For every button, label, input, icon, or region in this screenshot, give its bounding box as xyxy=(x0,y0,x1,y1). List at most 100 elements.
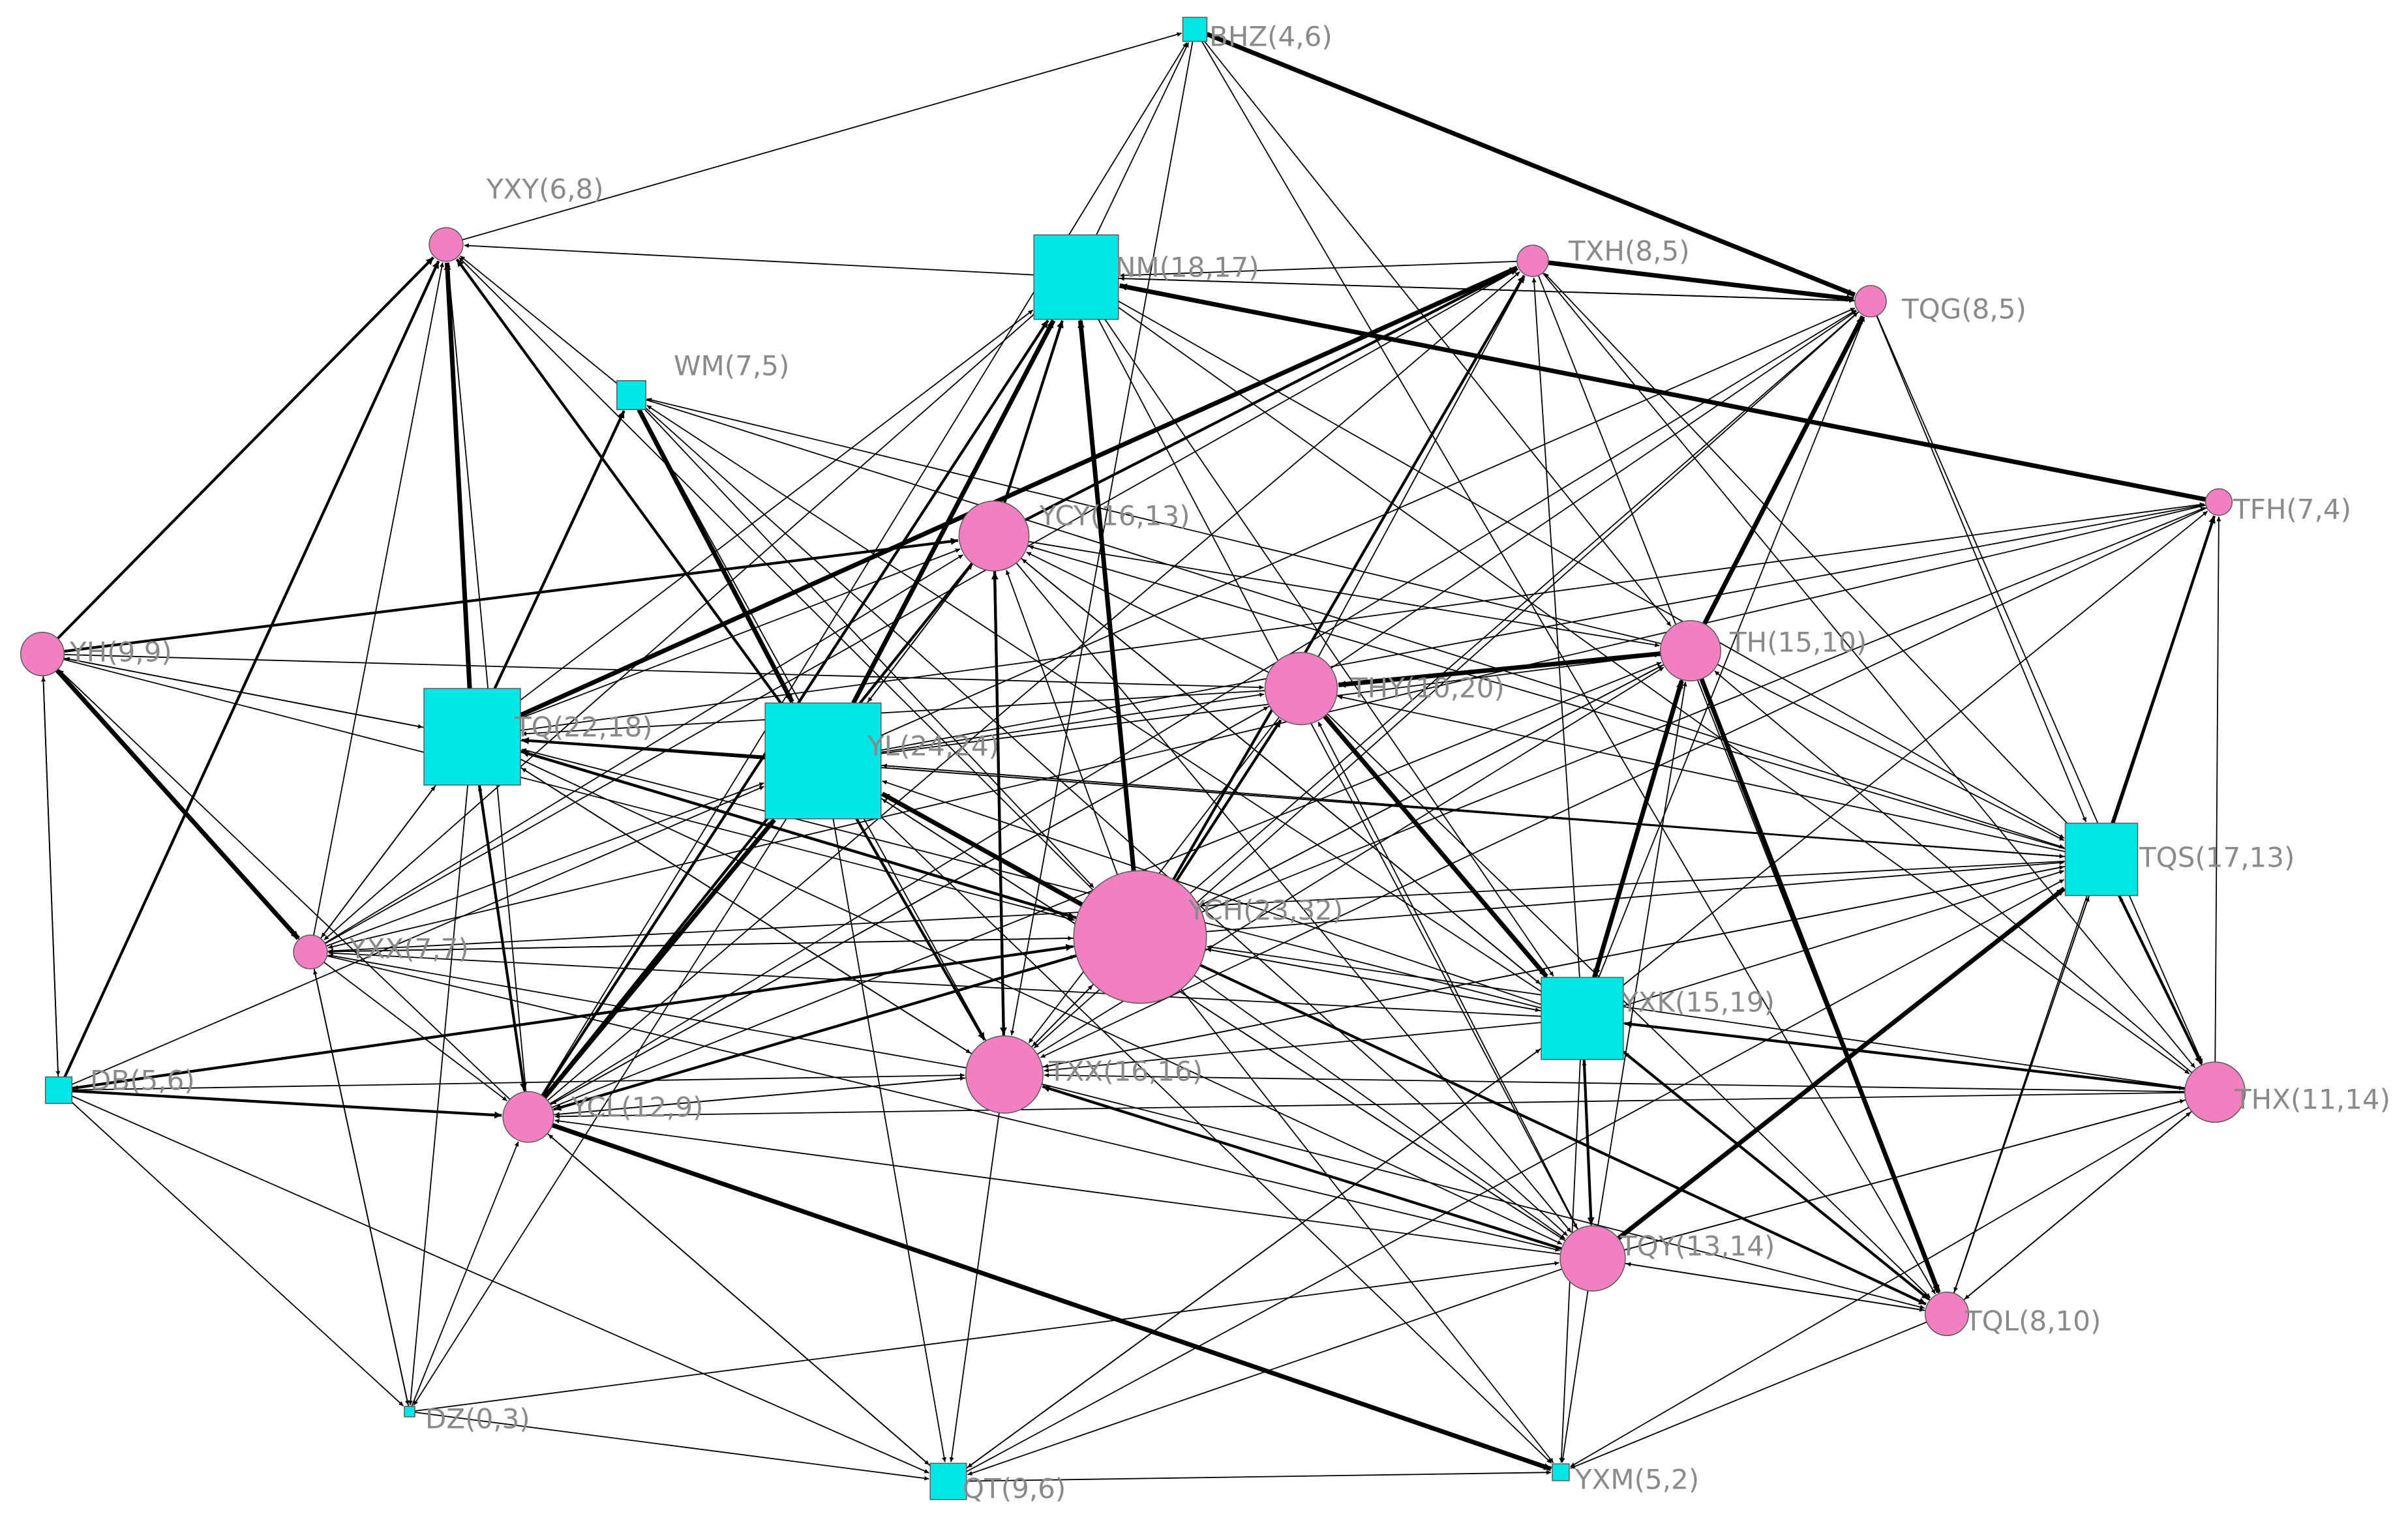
node-bhz[interactable]: BHZ(4,6) xyxy=(1182,16,1332,53)
edge-ycl-to-txh xyxy=(547,271,1520,1101)
edge-txx-to-tqs xyxy=(1042,865,2064,1068)
node-qt[interactable]: QT(9,6) xyxy=(929,1462,1066,1505)
edge-tq-to-yxy xyxy=(444,262,472,689)
edge-thx-to-tqy xyxy=(1625,1099,2186,1251)
edge-yxk-to-wm xyxy=(646,404,1542,992)
nodes-layer: BHZ(4,6) YXY(6,8) NM(18,17) TXH(8,5) TQG(8,5… xyxy=(20,16,2390,1505)
edge-txx-to-yxx xyxy=(328,953,967,1069)
node-yh[interactable]: YH(9,9) xyxy=(20,631,172,677)
node-label: YH(9,9) xyxy=(69,636,172,668)
edge-yxx-to-ych xyxy=(327,936,1073,953)
edge-ycl-to-yl xyxy=(543,818,776,1099)
edge-tqy-to-th xyxy=(1597,681,1687,1226)
edge-db-to-ych xyxy=(72,943,1074,1090)
node-yxy[interactable]: YXY(6,8) xyxy=(429,173,604,262)
node-square[interactable] xyxy=(1541,977,1624,1060)
node-square[interactable] xyxy=(404,1406,415,1418)
node-circle[interactable] xyxy=(2205,488,2233,516)
edge-ych-to-thy xyxy=(1175,719,1282,882)
edge-txx-to-qt xyxy=(949,1112,1000,1462)
edge-yxk-to-thx xyxy=(1623,1022,2184,1091)
edge-yxk-to-tfh xyxy=(1623,511,2208,986)
node-circle[interactable] xyxy=(965,1035,1044,1114)
node-square[interactable] xyxy=(2064,822,2139,897)
node-circle[interactable] xyxy=(1073,870,1207,1004)
node-ycl[interactable]: YCL(12,9) xyxy=(502,1091,703,1143)
edge-dz-to-tqy xyxy=(414,1261,1559,1412)
node-square[interactable] xyxy=(1182,16,1208,42)
node-thx[interactable]: THX(11,14) xyxy=(2184,1061,2390,1123)
node-circle[interactable] xyxy=(1559,1225,1626,1292)
edge-yxk-to-yxx xyxy=(328,951,1542,1017)
node-label: NM(18,17) xyxy=(1115,252,1259,284)
node-tqs[interactable]: TQS(17,13) xyxy=(2064,822,2295,897)
node-txh[interactable]: TXH(8,5) xyxy=(1516,235,1690,277)
node-th[interactable]: TH(15,10) xyxy=(1660,620,1867,681)
edge-tqg-to-thx xyxy=(1876,315,2203,1064)
node-yxx[interactable]: YXX(7,7) xyxy=(293,933,469,970)
node-circle[interactable] xyxy=(293,934,328,970)
node-tfh[interactable]: TFH(7,4) xyxy=(2205,488,2351,526)
node-square[interactable] xyxy=(616,380,646,410)
node-dz[interactable]: DZ(0,3) xyxy=(404,1403,530,1435)
node-circle[interactable] xyxy=(1264,651,1338,726)
node-circle[interactable] xyxy=(502,1091,554,1143)
edge-dz-to-qt xyxy=(414,1412,929,1481)
edge-ycl-to-ych xyxy=(552,955,1076,1110)
edge-wm-to-yl xyxy=(637,408,794,704)
node-label: DB(5,6) xyxy=(90,1065,195,1097)
node-label: YL(24,24) xyxy=(867,730,999,762)
node-circle[interactable] xyxy=(1660,620,1721,681)
node-yxk[interactable]: YXK(15,19) xyxy=(1541,977,1775,1060)
node-square[interactable] xyxy=(1033,234,1119,320)
edge-yxk-to-tqs xyxy=(1623,870,2064,1007)
edge-yl-to-yxy xyxy=(455,258,782,704)
node-thy[interactable]: THY(10,20) xyxy=(1264,651,1505,726)
node-square[interactable] xyxy=(929,1462,967,1500)
edge-tqy-to-yxk xyxy=(1582,1060,1592,1226)
edge-dz-to-ycl xyxy=(411,1141,519,1407)
edges-layer xyxy=(41,32,2221,1482)
node-yl[interactable]: YL(24,24) xyxy=(764,702,999,820)
edge-yl-to-tqg xyxy=(880,307,1856,736)
node-circle[interactable] xyxy=(429,227,464,262)
node-circle[interactable] xyxy=(1924,1291,1970,1337)
edge-yxx-to-ycl xyxy=(324,961,507,1102)
node-txx[interactable]: TXX(16,16) xyxy=(965,1035,1203,1114)
edge-ycl-to-tqg xyxy=(549,309,1857,1105)
edge-ycy-to-th xyxy=(1028,541,1660,647)
edge-th-to-tqs xyxy=(1717,664,2065,841)
node-circle[interactable] xyxy=(2184,1061,2246,1123)
node-tq[interactable]: TQ(22,18) xyxy=(423,688,653,786)
node-square[interactable] xyxy=(423,688,521,786)
edge-ych-to-txh xyxy=(1172,275,1526,881)
edge-tfh-to-yxx xyxy=(327,504,2206,949)
node-nm[interactable]: NM(18,17) xyxy=(1033,234,1259,320)
node-wm[interactable]: WM(7,5) xyxy=(616,350,790,410)
edge-tqs-to-ycy xyxy=(1029,545,2066,850)
node-tqg[interactable]: TQG(8,5) xyxy=(1854,285,2026,325)
node-label: YCY(16,13) xyxy=(1039,500,1190,532)
edge-tqg-to-tqs xyxy=(1876,315,2087,823)
edge-tqs-to-txh xyxy=(1544,273,2068,824)
edge-yxx-to-tqy xyxy=(326,955,1560,1252)
node-circle[interactable] xyxy=(1516,245,1549,277)
edge-ycy-to-yxk xyxy=(1020,557,1541,985)
node-ycy[interactable]: YCY(16,13) xyxy=(958,500,1190,572)
node-tqy[interactable]: TQY(13,14) xyxy=(1559,1225,1775,1292)
node-ych[interactable]: YCH(23,32) xyxy=(1073,870,1343,1004)
node-square[interactable] xyxy=(44,1076,73,1105)
node-yxm[interactable]: YXM(5,2) xyxy=(1552,1463,1699,1496)
node-label: TFH(7,4) xyxy=(2233,494,2351,526)
edge-tqs-to-thx xyxy=(2118,895,2203,1065)
node-square[interactable] xyxy=(1552,1463,1570,1481)
node-circle[interactable] xyxy=(958,500,1030,572)
node-label: TQY(13,14) xyxy=(1619,1230,1775,1262)
node-circle[interactable] xyxy=(1854,285,1887,318)
node-label: THX(11,14) xyxy=(2234,1084,2390,1116)
node-square[interactable] xyxy=(764,702,882,820)
node-tql[interactable]: TQL(8,10) xyxy=(1924,1291,2101,1337)
node-db[interactable]: DB(5,6) xyxy=(44,1065,195,1105)
edge-thy-to-txh xyxy=(1317,275,1526,657)
node-circle[interactable] xyxy=(20,631,65,677)
